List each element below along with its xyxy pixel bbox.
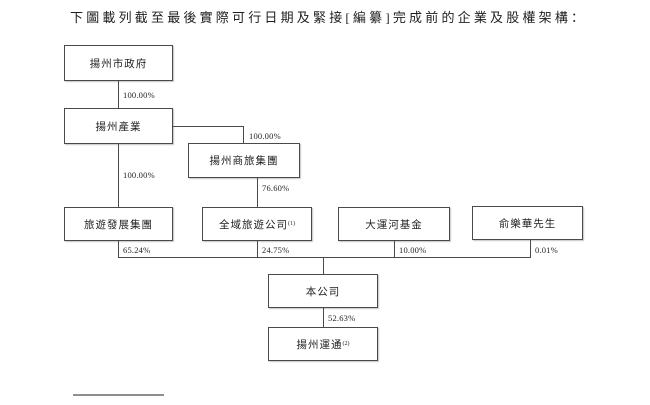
node-label: 揚州產業 bbox=[95, 121, 142, 133]
node-label: 旅遊發展集團 bbox=[84, 219, 153, 231]
connector-company-yuntong bbox=[323, 308, 324, 327]
node-label: 揚州市政府 bbox=[89, 58, 148, 70]
pct-shanglv-quanyu: 76.60% bbox=[262, 183, 290, 193]
connector-industry-shanglv-h bbox=[173, 126, 244, 127]
pct-tourism-company: 65.24% bbox=[123, 245, 151, 255]
connector-gov-industry bbox=[118, 81, 119, 108]
node-quanyu-tourism-company: 全域旅遊公司(1) bbox=[202, 207, 312, 241]
pct-gov-industry: 100.00% bbox=[123, 90, 155, 100]
pct-company-yuntong: 52.63% bbox=[328, 313, 356, 323]
footnote-divider bbox=[73, 394, 164, 396]
node-label: 全域旅遊公司 bbox=[219, 219, 288, 231]
node-the-company: 本公司 bbox=[268, 274, 378, 308]
node-yangzhou-municipal-government: 揚州市政府 bbox=[64, 45, 173, 81]
connector-industry-shanglv-v bbox=[243, 126, 244, 143]
node-yangzhou-business-travel-group: 揚州商旅集團 bbox=[188, 143, 300, 178]
pct-industry-shanglv: 100.00% bbox=[249, 131, 281, 141]
node-label: 揚州運通 bbox=[296, 339, 343, 351]
connector-tourism-bus bbox=[118, 241, 119, 257]
connector-canal-bus bbox=[394, 241, 395, 257]
pct-quanyu-company: 24.75% bbox=[262, 245, 290, 255]
node-grand-canal-fund: 大運河基金 bbox=[338, 207, 450, 241]
connector-bus-company bbox=[323, 257, 324, 274]
connector-industry-tourism bbox=[118, 144, 119, 207]
connector-bus bbox=[118, 257, 531, 258]
page-title: 下圖載列截至最後實際可行日期及緊接[編纂]完成前的企業及股權架構： bbox=[70, 10, 588, 25]
pct-canal-company: 10.00% bbox=[399, 245, 427, 255]
connector-yu-bus bbox=[530, 240, 531, 257]
node-tourism-development-group: 旅遊發展集團 bbox=[64, 207, 173, 241]
node-label: 俞樂華先生 bbox=[498, 218, 557, 230]
node-label: 大運河基金 bbox=[365, 219, 423, 231]
node-label: 本公司 bbox=[305, 286, 341, 298]
node-mr-yu-lehua: 俞樂華先生 bbox=[472, 206, 583, 240]
node-yangzhou-yuntong: 揚州運通(2) bbox=[268, 327, 378, 361]
pct-yu-company: 0.01% bbox=[535, 245, 558, 255]
node-yangzhou-industry: 揚州產業 bbox=[64, 108, 173, 144]
node-label: 揚州商旅集團 bbox=[209, 156, 279, 167]
connector-quanyu-bus bbox=[257, 241, 258, 257]
pct-industry-tourism: 100.00% bbox=[123, 170, 155, 180]
connector-shanglv-quanyu bbox=[257, 178, 258, 207]
